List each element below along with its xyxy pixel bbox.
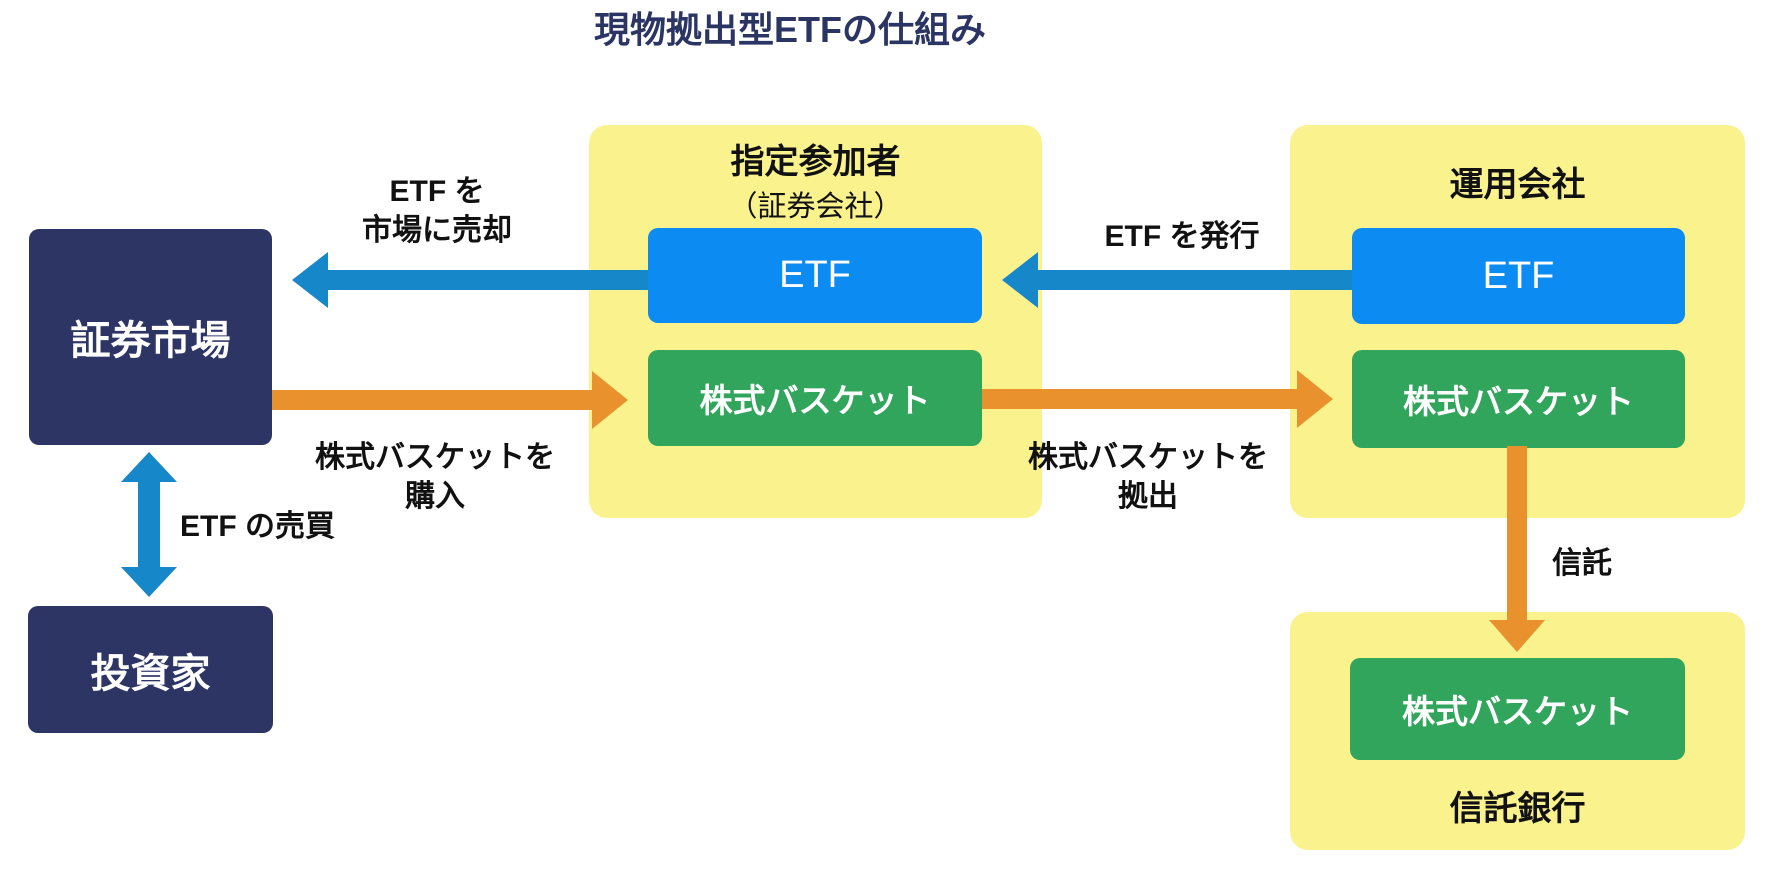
trust-arrowhead-icon <box>1489 620 1545 652</box>
buy-basket-arrowhead-icon <box>592 371 628 429</box>
trade-etf-arrow-label: ETF の売買 <box>180 510 335 543</box>
panel-designated-participant: 指定参加者 （証券会社） ETF 株式バスケット <box>589 125 1042 518</box>
trust-bank-basket-label: 株式バスケット <box>1402 693 1633 730</box>
trust-bank-basket-box: 株式バスケット <box>1350 658 1685 760</box>
trust-arrow-label: 信託 <box>1552 547 1612 580</box>
trade-etf-arrow-shaft <box>138 480 160 568</box>
sell-etf-arrow-label: ETF を 市場に売却 <box>362 175 512 247</box>
management-etf-box: ETF <box>1352 228 1685 324</box>
participant-etf-label: ETF <box>779 254 851 296</box>
trust-arrow-shaft <box>1507 446 1527 620</box>
panel-trust-bank: 株式バスケット 信託銀行 <box>1290 612 1745 850</box>
participant-etf-box: ETF <box>648 228 982 323</box>
diagram-title: 現物拠出型ETFの仕組み <box>594 9 986 50</box>
issue-etf-arrowhead-icon <box>1002 252 1038 308</box>
investor-label: 投資家 <box>90 651 211 696</box>
panel-management-company: 運用会社 ETF 株式バスケット <box>1290 125 1745 518</box>
node-securities-market: 証券市場 <box>29 229 272 445</box>
trade-etf-arrowhead-down-icon <box>121 567 177 597</box>
trust-bank-label: 信託銀行 <box>1449 790 1586 828</box>
sell-etf-arrow-shaft <box>328 270 648 290</box>
designated-participant-subtitle: （証券会社） <box>728 191 903 223</box>
participant-basket-box: 株式バスケット <box>648 350 982 446</box>
contribute-basket-arrow-shaft <box>982 389 1297 409</box>
management-basket-label: 株式バスケット <box>1403 383 1634 420</box>
contribute-basket-arrow-label: 株式バスケットを 拠出 <box>1028 441 1268 513</box>
buy-basket-arrow-label: 株式バスケットを 購入 <box>315 441 555 513</box>
designated-participant-title: 指定参加者 <box>730 143 901 181</box>
contribute-basket-arrowhead-icon <box>1297 370 1333 428</box>
management-company-title: 運用会社 <box>1449 166 1586 204</box>
securities-market-label: 証券市場 <box>70 319 231 363</box>
sell-etf-arrowhead-icon <box>292 252 328 308</box>
participant-basket-label: 株式バスケット <box>699 382 931 419</box>
buy-basket-arrow-shaft <box>272 390 592 410</box>
node-investor: 投資家 <box>28 606 273 733</box>
issue-etf-arrow-label: ETF を発行 <box>1104 220 1260 253</box>
management-etf-label: ETF <box>1482 254 1555 297</box>
trade-etf-arrowhead-up-icon <box>121 452 177 482</box>
issue-etf-arrow-shaft <box>1038 270 1352 290</box>
management-basket-box: 株式バスケット <box>1352 350 1685 448</box>
